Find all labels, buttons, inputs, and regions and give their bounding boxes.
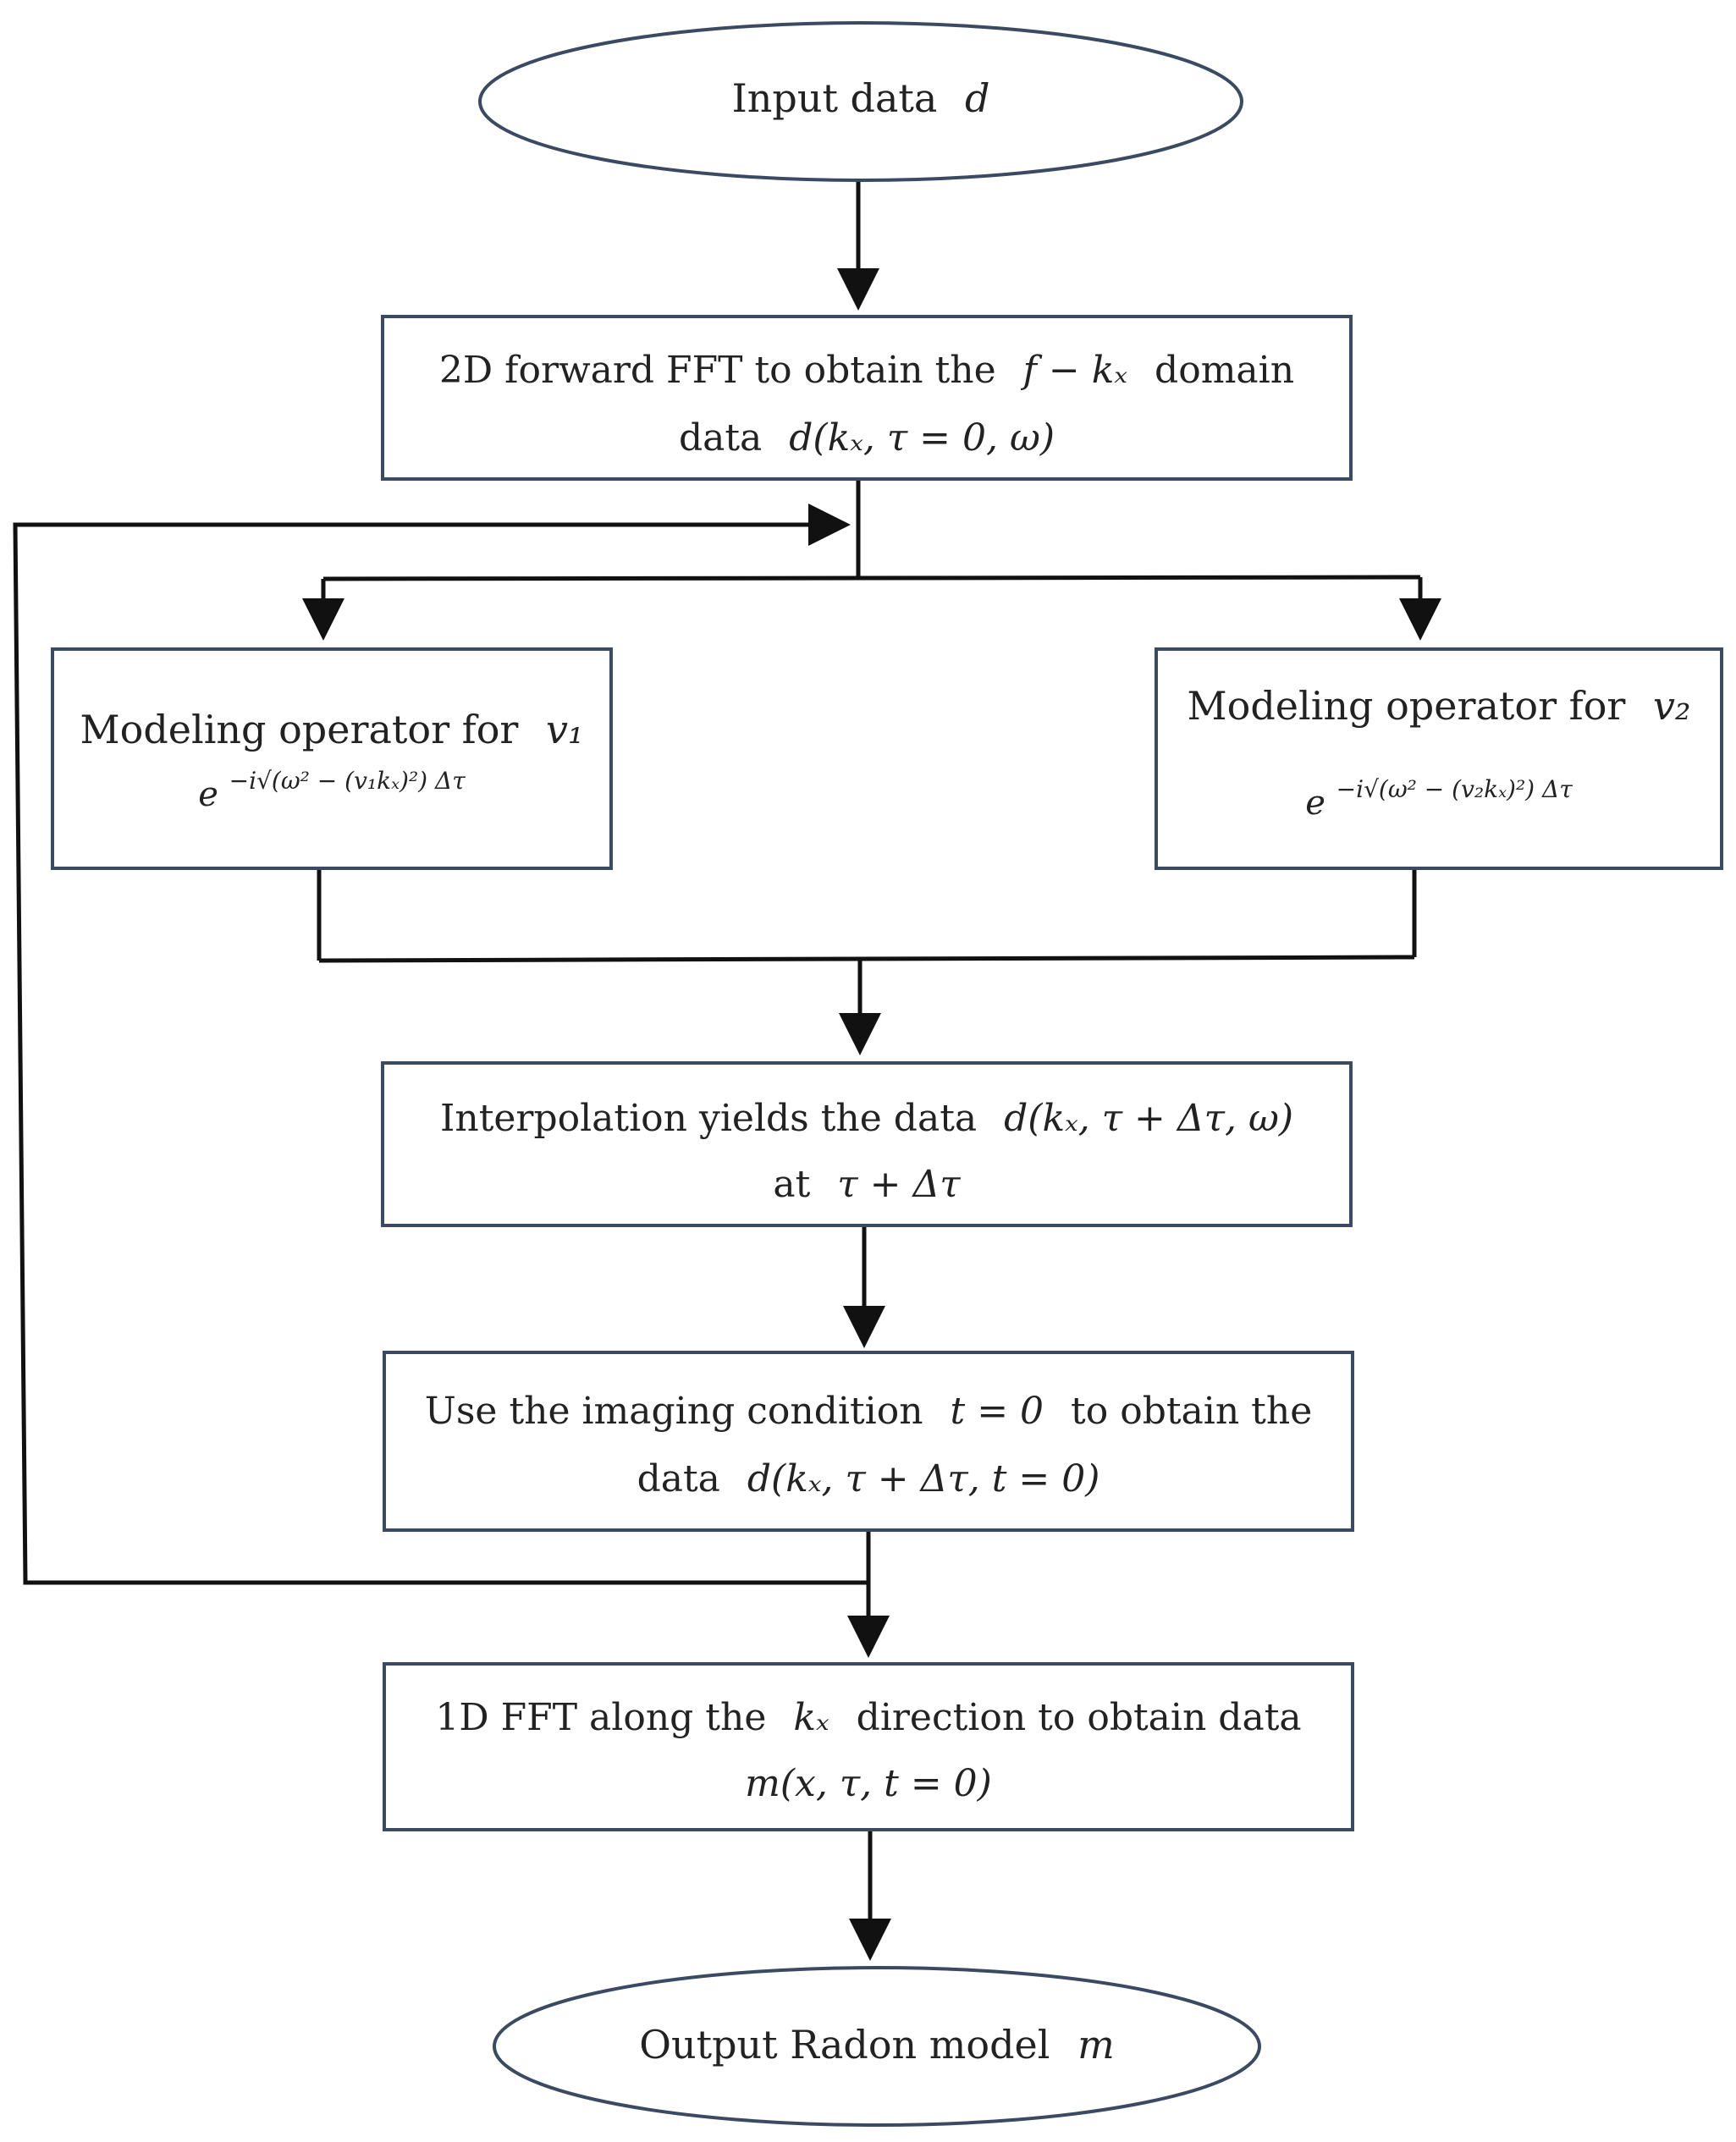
op2-formula-exp: −i√(ω² − (v₂kₓ)²) Δτ bbox=[1336, 775, 1573, 803]
op1-label: Modeling operator for bbox=[80, 707, 519, 752]
input-symbol: d bbox=[965, 75, 989, 121]
fft1d-line1-math: kₓ bbox=[793, 1696, 829, 1739]
op2-formula: e −i√(ω² − (v₂kₓ)²) Δτ bbox=[1305, 775, 1573, 823]
imaging-line1: Use the imaging condition t = 0 to obtai… bbox=[425, 1390, 1312, 1433]
fft1d-box bbox=[383, 1662, 1354, 1831]
interp-box bbox=[381, 1061, 1353, 1227]
interp-line1-text: Interpolation yields the data bbox=[440, 1097, 977, 1140]
imaging-line1-math: t = 0 bbox=[951, 1390, 1044, 1433]
input-text: Input data d bbox=[732, 75, 990, 121]
fft1d-line1: 1D FFT along the kₓ direction to obtain … bbox=[435, 1696, 1301, 1739]
fft2d-line1-math: f − kₓ bbox=[1021, 349, 1128, 392]
fft2d-line1: 2D forward FFT to obtain the f − kₓ doma… bbox=[439, 349, 1294, 392]
interp-line2-math: τ + Δτ bbox=[837, 1163, 961, 1206]
op1-formula: e −i√(ω² − (v₁kₓ)²) Δτ bbox=[198, 767, 466, 814]
edge-merge-horizontal bbox=[318, 955, 1415, 963]
fft1d-line1-tail: direction to obtain data bbox=[857, 1696, 1302, 1739]
imaging-line2-text: data bbox=[637, 1457, 720, 1501]
op1-formula-exp: −i√(ω² − (v₁kₓ)²) Δτ bbox=[229, 767, 466, 795]
fft1d-line1-text: 1D FFT along the bbox=[435, 1696, 766, 1739]
output-label: Output Radon model bbox=[639, 2022, 1050, 2068]
op2-title: Modeling operator for v₂ bbox=[1188, 683, 1691, 729]
op2-box bbox=[1155, 647, 1723, 870]
imaging-line2-math: d(kₓ, τ + Δτ, t = 0) bbox=[747, 1457, 1100, 1501]
node-fft2d: 2D forward FFT to obtain the f − kₓ doma… bbox=[381, 315, 1353, 481]
imaging-line2: data d(kₓ, τ + Δτ, t = 0) bbox=[637, 1457, 1100, 1501]
node-output: Output Radon model m bbox=[493, 1966, 1261, 2127]
input-label: Input data bbox=[732, 75, 938, 121]
op2-symbol: v₂ bbox=[1653, 683, 1690, 729]
node-op1: Modeling operator for v₁ e −i√(ω² − (v₁k… bbox=[51, 647, 613, 870]
imaging-line1-text: Use the imaging condition bbox=[425, 1390, 923, 1433]
op1-formula-base: e bbox=[198, 775, 218, 814]
edges bbox=[13, 179, 1441, 1961]
node-fft1d: 1D FFT along the kₓ direction to obtain … bbox=[383, 1662, 1354, 1831]
op1-title: Modeling operator for v₁ bbox=[80, 707, 584, 752]
interp-line2-text: at bbox=[773, 1163, 810, 1206]
imaging-box bbox=[383, 1351, 1354, 1532]
op1-box bbox=[51, 647, 613, 870]
fft2d-line1-tail: domain bbox=[1155, 349, 1294, 392]
node-interp: Interpolation yields the data d(kₓ, τ + … bbox=[381, 1061, 1353, 1227]
node-op2: Modeling operator for v₂ e −i√(ω² − (v₂k… bbox=[1155, 647, 1723, 870]
edge-split-horizontal bbox=[322, 575, 1421, 581]
imaging-line1-tail: to obtain the bbox=[1071, 1390, 1312, 1433]
output-ellipse bbox=[493, 1966, 1261, 2127]
output-symbol: m bbox=[1077, 2022, 1115, 2068]
op2-label: Modeling operator for bbox=[1188, 683, 1626, 729]
fft1d-line2-math: m(x, τ, t = 0) bbox=[745, 1762, 992, 1805]
fft2d-line2-math: d(kₓ, τ = 0, ω) bbox=[789, 416, 1055, 460]
op1-symbol: v₁ bbox=[546, 707, 583, 752]
input-ellipse bbox=[478, 21, 1243, 182]
interp-line2: at τ + Δτ bbox=[773, 1163, 961, 1206]
output-text: Output Radon model m bbox=[639, 2022, 1114, 2068]
fft2d-box bbox=[381, 315, 1353, 481]
interp-line1-math: d(kₓ, τ + Δτ, ω) bbox=[1004, 1097, 1293, 1140]
fft2d-line1-text: 2D forward FFT to obtain the bbox=[439, 349, 996, 392]
interp-line1: Interpolation yields the data d(kₓ, τ + … bbox=[440, 1097, 1293, 1140]
node-imaging: Use the imaging condition t = 0 to obtai… bbox=[383, 1351, 1354, 1532]
op2-formula-base: e bbox=[1305, 784, 1325, 823]
fft2d-line2-text: data bbox=[679, 416, 762, 460]
node-input: Input data d bbox=[478, 21, 1243, 182]
fft2d-line2: data d(kₓ, τ = 0, ω) bbox=[679, 416, 1055, 460]
